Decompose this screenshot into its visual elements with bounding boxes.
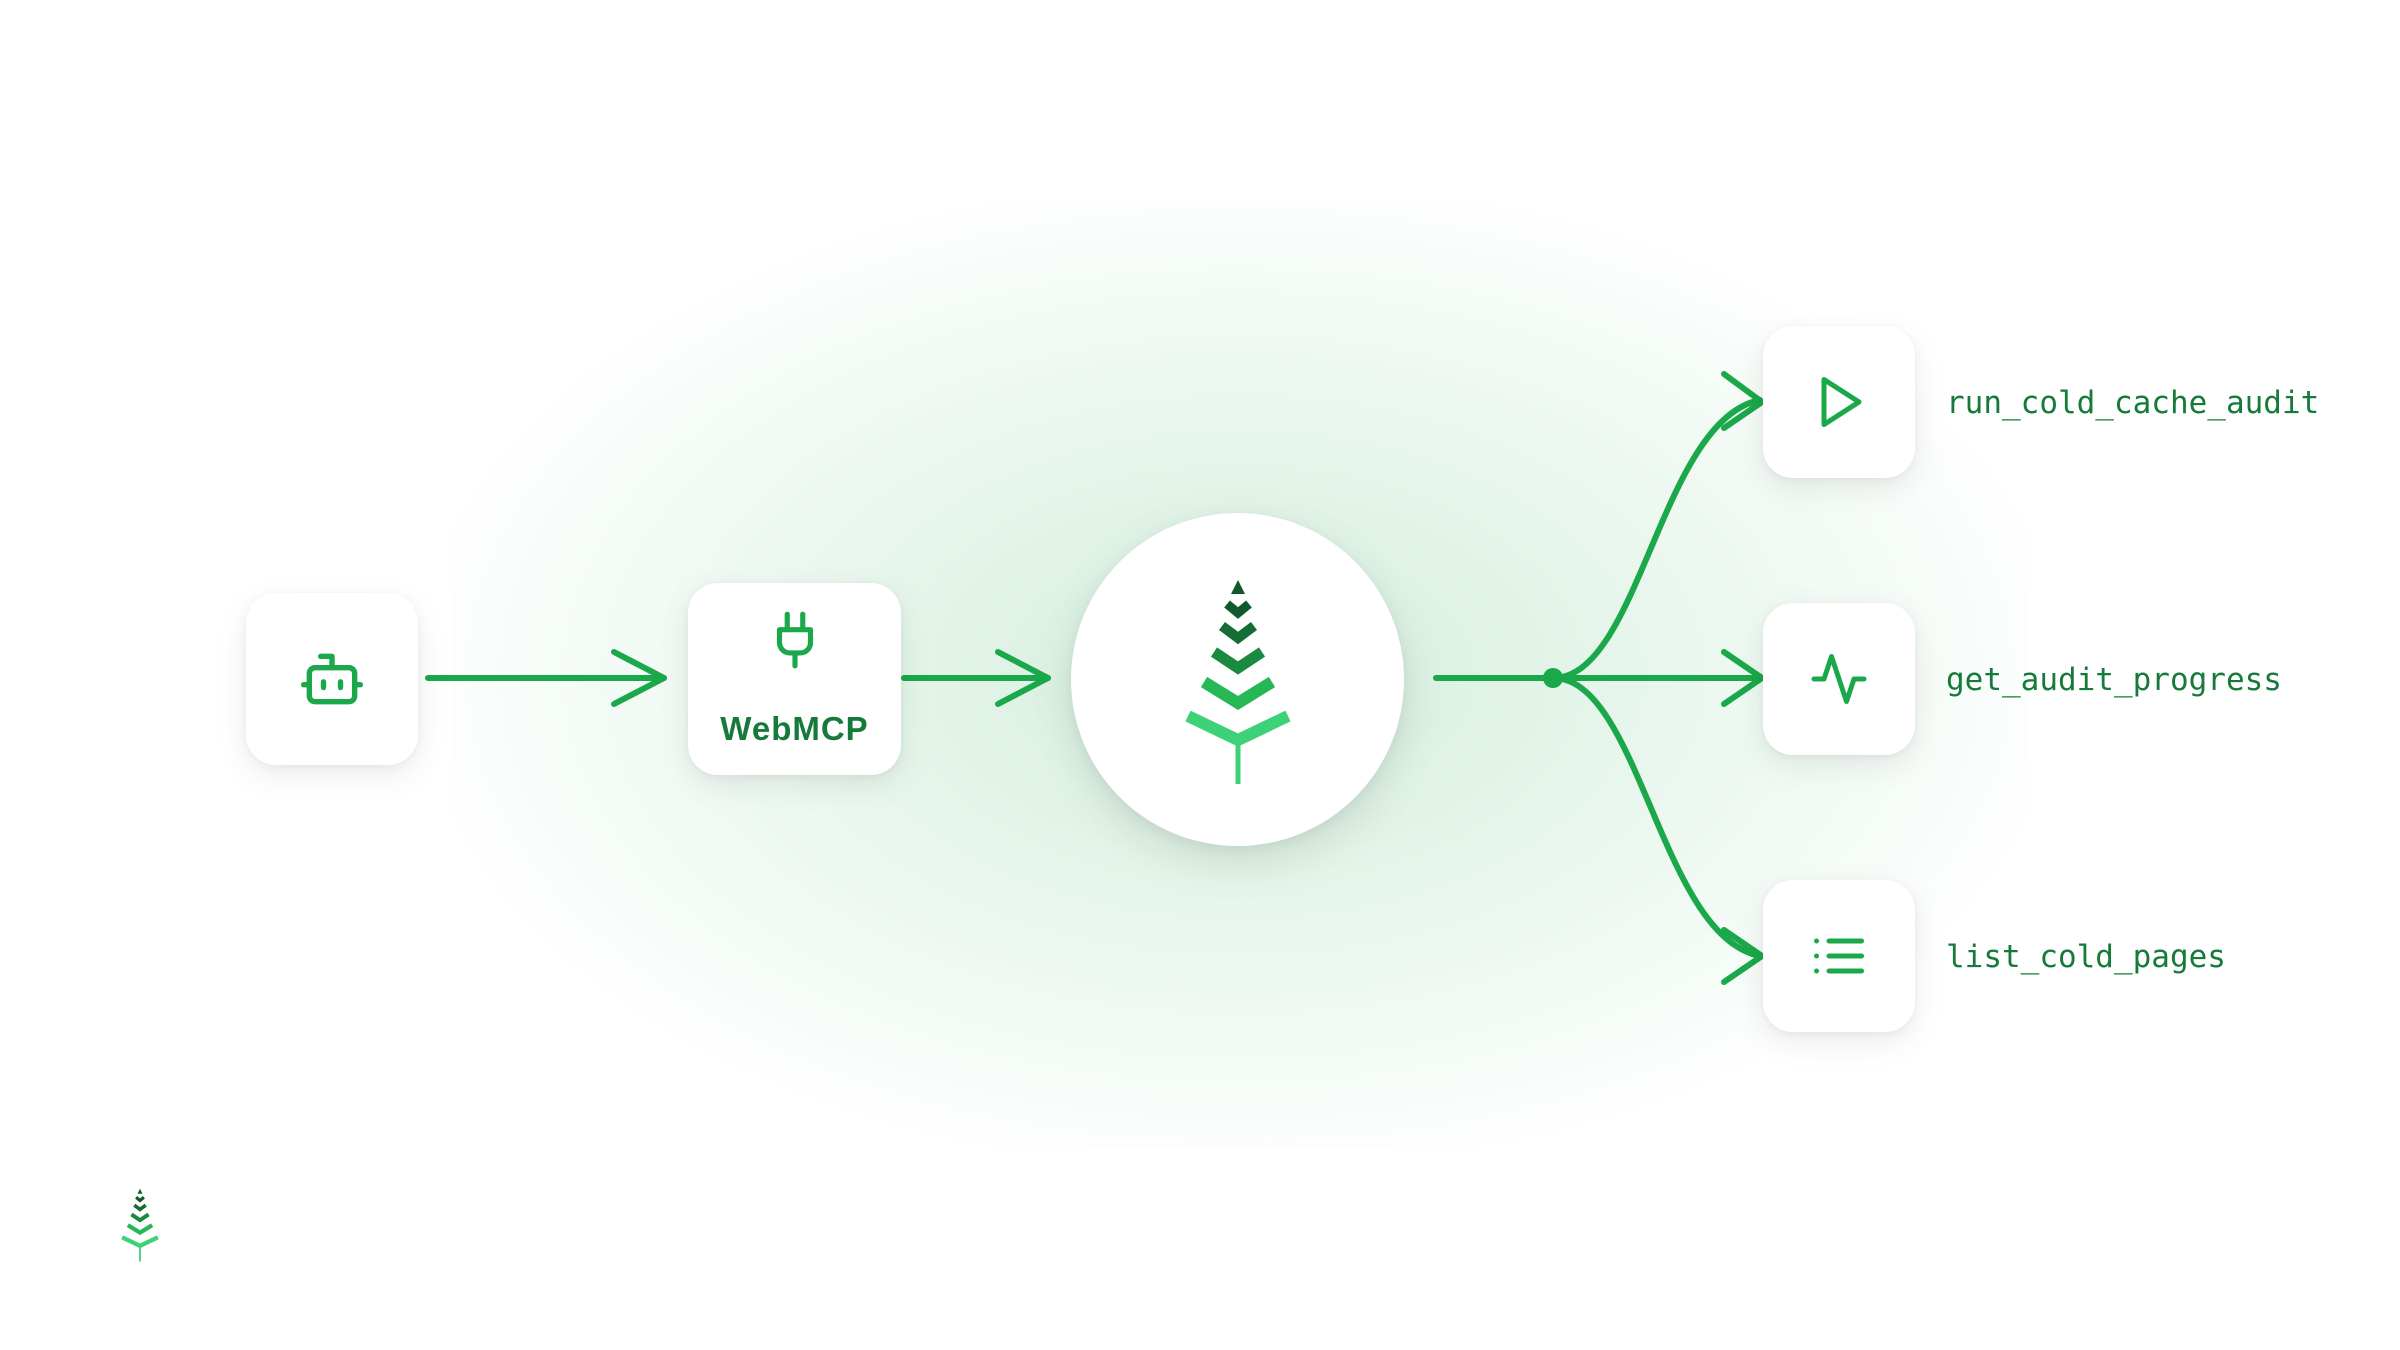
activity-icon (1811, 654, 1867, 704)
agent-to-webmcp-arrow (425, 649, 667, 707)
corner-spruce-logo-icon (121, 1188, 159, 1262)
webmcp-label: WebMCP (720, 710, 869, 747)
list-icon (1814, 938, 1864, 974)
spruce-logo-icon (1185, 580, 1291, 784)
robot-icon (300, 653, 364, 705)
tool-label-run-cold-cache-audit: run_cold_cache_audit (1946, 385, 2320, 421)
tool-label-get-audit-progress: get_audit_progress (1946, 662, 2282, 698)
webmcp-node[interactable]: WebMCP (688, 583, 901, 775)
tool-node-run-cold-cache-audit[interactable] (1763, 326, 1915, 478)
tool-node-list-cold-pages[interactable] (1763, 880, 1915, 1032)
branch-junction-dot (1543, 668, 1563, 688)
tool-label-list-cold-pages: list_cold_pages (1946, 939, 2226, 975)
webmcp-to-hub-arrow (901, 649, 1051, 707)
hub-to-tools-branch (1433, 371, 1765, 985)
tool-node-get-audit-progress[interactable] (1763, 603, 1915, 755)
play-icon (1821, 377, 1862, 427)
hub-node[interactable] (1071, 513, 1404, 846)
plug-icon (776, 611, 814, 669)
agent-node[interactable] (246, 593, 418, 765)
